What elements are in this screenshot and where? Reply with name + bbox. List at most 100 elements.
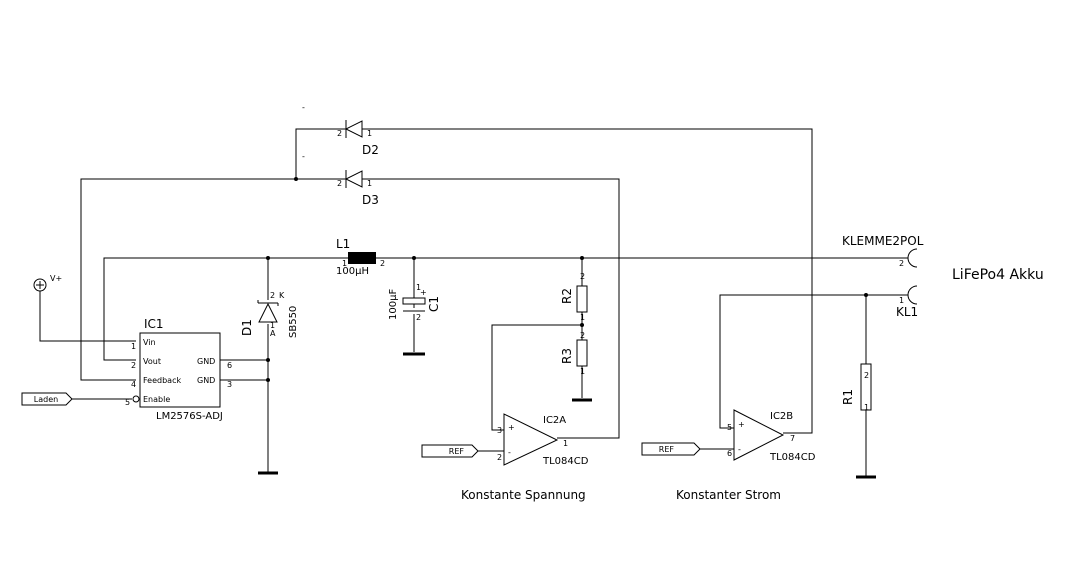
r3-pin2-number: 2 <box>580 331 585 340</box>
resistor-icon <box>860 363 872 411</box>
ic2b-plus-sign: + <box>738 420 745 429</box>
r1-name: R1 <box>841 389 855 405</box>
wire-d2-anode <box>295 128 336 179</box>
ref-a-label: REF <box>449 447 465 456</box>
junction-r1-kl1 <box>864 293 868 297</box>
ic1-pin-vout: Vout <box>143 357 161 366</box>
c1-plus-mark: + <box>420 288 427 297</box>
ic1-pin6-number: 6 <box>227 361 232 370</box>
akku-label: LiFePo4 Akku <box>952 267 1044 283</box>
ref-input-b: REF <box>641 442 701 456</box>
laden-port-icon <box>21 392 73 406</box>
l1-name: L1 <box>336 237 350 251</box>
d3-name: D3 <box>362 193 379 207</box>
wire-vin <box>39 291 136 342</box>
diode-d1: 2 K A 1 D1 SB550 <box>240 291 299 338</box>
wire-d3-cathode-ic2a-out <box>374 178 620 439</box>
junctions <box>266 177 868 382</box>
ic1-pin1-number: 1 <box>131 342 136 351</box>
d2-pin1-number: 1 <box>367 129 372 138</box>
c1-pin2-number: 2 <box>416 313 421 322</box>
r1-pin2-number: 2 <box>864 371 869 380</box>
ground-symbols <box>258 352 876 479</box>
d2-name: D2 <box>362 143 379 157</box>
laden-input: Laden <box>21 392 73 406</box>
kl1-pin1-number: 1 <box>899 296 904 305</box>
diode-icon <box>344 120 363 138</box>
kl1-name: KL1 <box>896 305 918 319</box>
ic1-pin4-number: 4 <box>131 380 136 389</box>
wire-feedback <box>80 178 336 381</box>
capacitor-c1: + 1 2 C1 100µF <box>388 283 441 322</box>
ic1-pin3-number: 3 <box>227 380 232 389</box>
d1-a-label: A <box>270 329 276 338</box>
vplus-terminal-icon <box>33 278 47 292</box>
ic1: IC1 LM2576S-ADJ Vin Vout Feedback Enable… <box>125 317 232 422</box>
ic1-pin-gnd-b: GND <box>197 376 215 385</box>
ic2a-minus-sign: - <box>508 448 511 457</box>
ic1-pin-enable: Enable <box>143 395 170 404</box>
r3-pin1-number: 1 <box>580 367 585 376</box>
r1-pin1-number: 1 <box>864 403 869 412</box>
ic1-name: IC1 <box>144 317 164 331</box>
resistor-r1: 2 1 R1 <box>841 363 872 412</box>
r2-pin1-number: 1 <box>580 313 585 322</box>
d1-pin2-number: 2 <box>270 291 275 300</box>
vplus-source: V+ <box>33 274 62 292</box>
ic1-pin-vin: Vin <box>143 338 156 347</box>
wire-d2-cathode-ic2b-out <box>374 128 813 434</box>
d1-pin1-number: 1 <box>270 321 275 330</box>
ic2a-part: TL084CD <box>542 456 589 467</box>
junction-c1-rail <box>412 256 416 260</box>
ic1-pin-gnd-a: GND <box>197 357 215 366</box>
opamp-ic2a: + - 3 2 1 IC2A TL084CD <box>497 413 589 467</box>
d2-pin2-number: 2 <box>337 129 342 138</box>
ic1-body <box>139 332 221 408</box>
wire-kl1-ic2b <box>719 294 905 429</box>
caption-konstanter-strom: Konstanter Strom <box>676 488 781 502</box>
d3-minus-mark: - <box>302 152 305 161</box>
resistor-icon <box>576 339 588 367</box>
ref-port-icon <box>421 444 479 458</box>
ic2a-plus-sign: + <box>508 423 515 432</box>
d1-name: D1 <box>240 319 254 336</box>
junction-divider <box>580 323 584 327</box>
d3-pin2-number: 2 <box>337 179 342 188</box>
laden-label: Laden <box>34 395 58 404</box>
c1-name: C1 <box>427 296 441 312</box>
resistor-icon <box>576 285 588 313</box>
ic2b-pin5-number: 5 <box>727 423 732 432</box>
ic2b-pin6-number: 6 <box>727 449 732 458</box>
opamp-ic2b: + - 5 6 7 IC2B TL084CD <box>727 409 816 463</box>
d3-pin1-number: 1 <box>367 179 372 188</box>
c1-pin1-number: 1 <box>416 283 421 292</box>
r3-name: R3 <box>560 348 574 364</box>
klemme-label: KLEMME2POL <box>842 234 924 248</box>
diode-icon <box>344 170 363 188</box>
ref-port-icon <box>641 442 701 456</box>
capacitor-plate-positive <box>402 297 426 305</box>
r2-pin2-number: 2 <box>580 272 585 281</box>
resistor-r2: 2 1 R2 <box>560 272 588 322</box>
ref-input-a: REF <box>421 444 479 458</box>
l1-value: 100µH <box>336 266 369 277</box>
junction-d1-rail <box>266 256 270 260</box>
resistor-r3: 2 1 R3 <box>560 331 588 376</box>
diode-d3: 2 1 D3 - <box>302 152 379 207</box>
ic2b-minus-sign: - <box>738 445 741 454</box>
vplus-label: V+ <box>50 274 62 283</box>
ic1-pin5-number: 5 <box>125 398 130 407</box>
ic2a-pin3-number: 3 <box>497 426 502 435</box>
terminal-pin2-icon <box>907 248 918 268</box>
l1-pin1-number: 1 <box>342 259 347 268</box>
kl1-pin2-number: 2 <box>899 259 904 268</box>
d2-minus-mark: - <box>302 103 305 112</box>
l1-pin2-number: 2 <box>380 259 385 268</box>
junction-gnd6 <box>266 358 270 362</box>
terminal-pin1-icon <box>907 285 918 305</box>
c1-value: 100µF <box>388 289 399 320</box>
ic1-pin-feedback: Feedback <box>143 376 181 385</box>
ic2b-part: TL084CD <box>769 452 816 463</box>
enable-inverting-bubble-icon <box>132 395 140 403</box>
